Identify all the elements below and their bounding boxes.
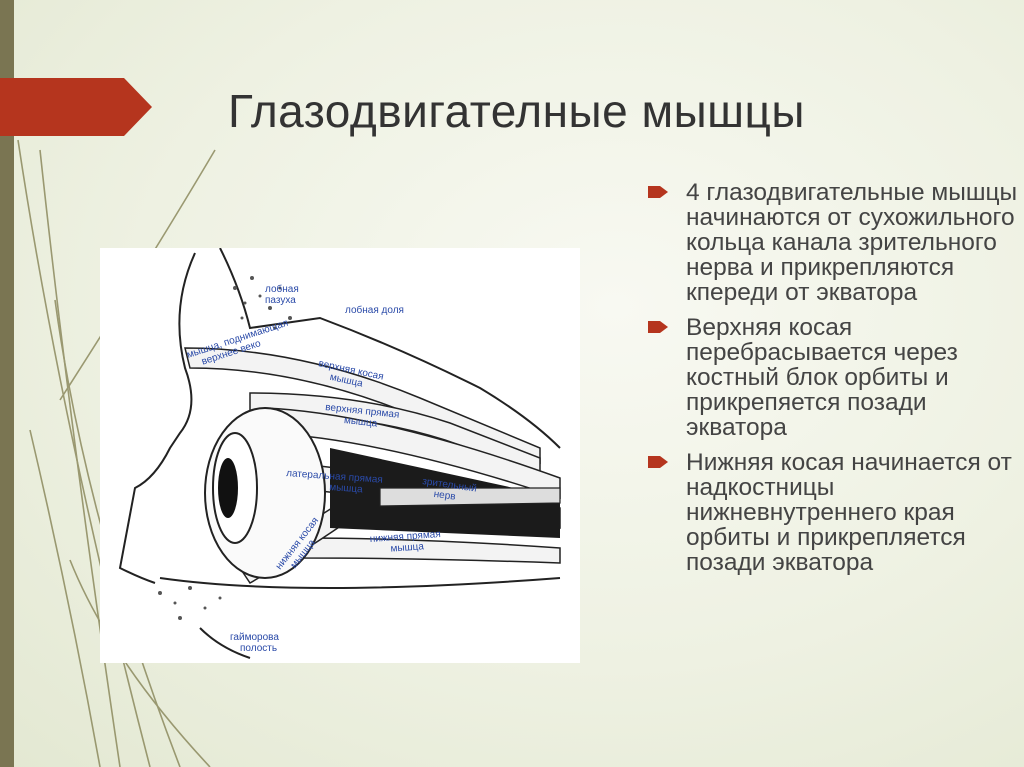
optic-nerve-shape [379, 487, 561, 507]
arrow-bullet-icon [648, 321, 668, 333]
bullet-item: Нижняя косая начинается от надкостницы н… [648, 450, 1018, 575]
maxilla [199, 627, 251, 659]
slide-title: Глазодвигателные мышцы [228, 85, 805, 137]
title-arrow-shape [0, 78, 152, 136]
bullet-text: 4 глазодвигательные мышцы начинаются от … [686, 179, 1018, 306]
frontal-sinus-stipple [158, 276, 292, 620]
pupil [218, 458, 238, 518]
bullet-item: 4 глазодвигательные мышцы начинаются от … [648, 180, 1018, 305]
bullet-list: 4 глазодвигательные мышцы начинаются от … [648, 180, 1018, 585]
left-sidebar-bar [0, 0, 14, 767]
label-inferior-rectus: нижняя прямаямышца [369, 529, 441, 556]
skull-outline [118, 252, 196, 584]
arrow-bullet-icon [648, 456, 668, 468]
frontal-bone [219, 248, 561, 449]
label-frontal-lobe: лобная доля [345, 304, 404, 316]
arrow-bullet-icon [648, 186, 668, 198]
bullet-text: Нижняя косая начинается от надкостницы н… [686, 449, 1012, 576]
bullet-item: Верхняя косая перебрасывается через кост… [648, 315, 1018, 440]
bullet-text: Верхняя косая перебрасывается через кост… [686, 314, 958, 441]
lower-orbit-bone [159, 577, 561, 589]
